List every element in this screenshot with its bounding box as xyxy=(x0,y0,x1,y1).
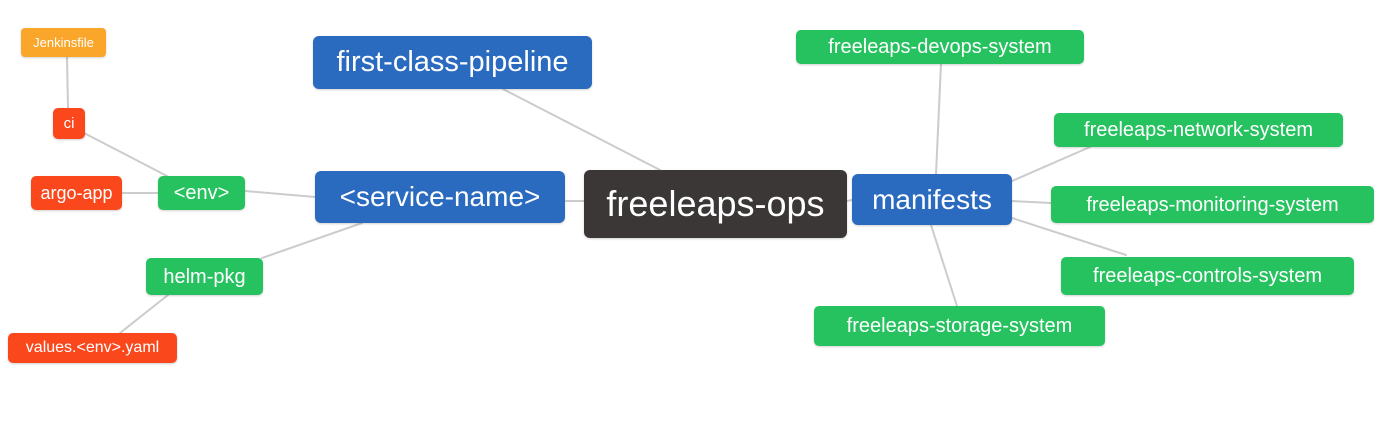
edge-service-name-helm-pkg xyxy=(261,222,363,259)
edge-root-first-class-pipeline xyxy=(502,88,661,171)
node-freeleaps-ops[interactable]: freeleaps-ops xyxy=(584,170,847,238)
node-freeleaps-storage-system[interactable]: freeleaps-storage-system xyxy=(814,306,1105,346)
node-manifests[interactable]: manifests xyxy=(852,174,1012,225)
edge-manifests-devops-system xyxy=(935,63,942,175)
node-freeleaps-controls-system[interactable]: freeleaps-controls-system xyxy=(1061,257,1354,295)
node-ci[interactable]: ci xyxy=(53,108,85,139)
edge-service-name-env xyxy=(244,190,316,198)
node-freeleaps-monitoring-system[interactable]: freeleaps-monitoring-system xyxy=(1051,186,1374,223)
edge-ci-jenkinsfile xyxy=(66,56,69,109)
edge-helm-pkg-values-env-yaml xyxy=(119,294,169,334)
node-env[interactable]: <env> xyxy=(158,176,245,210)
node-jenkinsfile[interactable]: Jenkinsfile xyxy=(21,28,106,57)
edge-manifests-storage-system xyxy=(930,224,958,307)
node-helm-pkg[interactable]: helm-pkg xyxy=(146,258,263,295)
edge-manifests-network-system xyxy=(1011,146,1091,182)
node-argo-app[interactable]: argo-app xyxy=(31,176,122,210)
edge-root-manifests xyxy=(846,199,853,202)
node-first-class-pipeline[interactable]: first-class-pipeline xyxy=(313,36,592,89)
node-values-env-yaml[interactable]: values.<env>.yaml xyxy=(8,333,177,363)
edge-env-ci xyxy=(83,132,168,177)
edge-manifests-monitoring-system xyxy=(1011,200,1052,204)
node-freeleaps-devops-system[interactable]: freeleaps-devops-system xyxy=(796,30,1084,64)
node-service-name[interactable]: <service-name> xyxy=(315,171,565,223)
edge-manifests-controls-system xyxy=(1011,217,1127,256)
node-freeleaps-network-system[interactable]: freeleaps-network-system xyxy=(1054,113,1343,147)
